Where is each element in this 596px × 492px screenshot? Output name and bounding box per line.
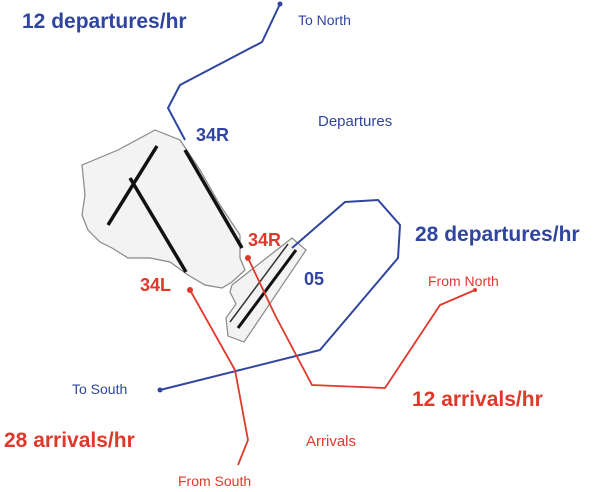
runway-34l xyxy=(128,177,188,273)
from-north-label: From North xyxy=(428,273,499,289)
runway-34r-arrival-label: 34R xyxy=(248,230,282,250)
arrival-north-start-dot xyxy=(473,288,477,292)
departure-north-end-dot xyxy=(277,1,283,7)
departures-north-rate-label: 12 departures/hr xyxy=(22,10,187,33)
arrival-south-end-dot xyxy=(187,287,193,293)
arrival-south-route xyxy=(189,289,249,466)
departure-south-end-dot xyxy=(157,387,163,393)
runway-crosswind xyxy=(106,145,159,226)
runway-34l-label: 34L xyxy=(140,275,172,295)
runway-05 xyxy=(236,249,298,329)
arrivals-south-rate-label: 28 arrivals/hr xyxy=(4,429,135,452)
departure-south-route xyxy=(159,198,402,391)
runway-34r xyxy=(183,149,244,249)
airport-outline xyxy=(81,129,246,289)
to-south-label: To South xyxy=(72,381,128,397)
from-south-label: From South xyxy=(178,473,252,489)
to-north-label: To North xyxy=(298,12,351,28)
runway-05-label: 05 xyxy=(304,269,325,289)
runway-34r-departure-label: 34R xyxy=(196,125,230,145)
arrivals-title: Arrivals xyxy=(306,433,357,450)
departures-south-rate-label: 28 departures/hr xyxy=(415,223,580,246)
arrival-north-end-dot xyxy=(245,255,251,261)
departure-north-route xyxy=(166,3,281,141)
arrivals-north-rate-label: 12 arrivals/hr xyxy=(412,388,543,411)
arrival-north-route xyxy=(247,257,476,389)
departures-title: Departures xyxy=(318,113,393,130)
